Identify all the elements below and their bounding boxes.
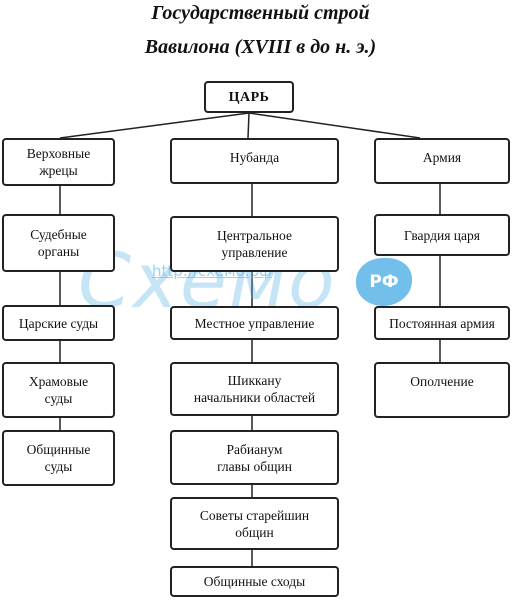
connector-king-priests	[59, 112, 250, 139]
diagram-title-line1: Государственный строй	[151, 2, 370, 24]
node-rabianum: Рабианум главы общин	[170, 430, 339, 485]
watermark-badge: РФ	[356, 258, 412, 306]
node-nubanda: Нубанда	[170, 138, 339, 184]
node-temple-courts: Храмовые суды	[2, 362, 115, 418]
node-army: Армия	[374, 138, 510, 184]
node-local-administration: Местное управление	[170, 306, 339, 340]
connector-king-army	[248, 112, 421, 139]
node-communal-assemblies: Общинные сходы	[170, 566, 339, 597]
connector-king-nubanda	[247, 112, 250, 139]
diagram-title-line2: Вавилона (XVIII в до н. э.)	[144, 36, 377, 58]
node-king: ЦАРЬ	[204, 81, 294, 113]
node-judicial-organs: Судебные органы	[2, 214, 115, 272]
node-supreme-priests: Верховные жрецы	[2, 138, 115, 186]
node-shikkanu: Шиккану начальники областей	[170, 362, 339, 416]
node-royal-guard: Гвардия царя	[374, 214, 510, 256]
node-elders-councils: Советы старейшин общин	[170, 497, 339, 550]
node-standing-army: Постоянная армия	[374, 306, 510, 340]
node-central-administration: Центральное управление	[170, 216, 339, 272]
node-militia: Ополчение	[374, 362, 510, 418]
node-communal-courts: Общинные суды	[2, 430, 115, 486]
node-royal-courts: Царские суды	[2, 305, 115, 341]
